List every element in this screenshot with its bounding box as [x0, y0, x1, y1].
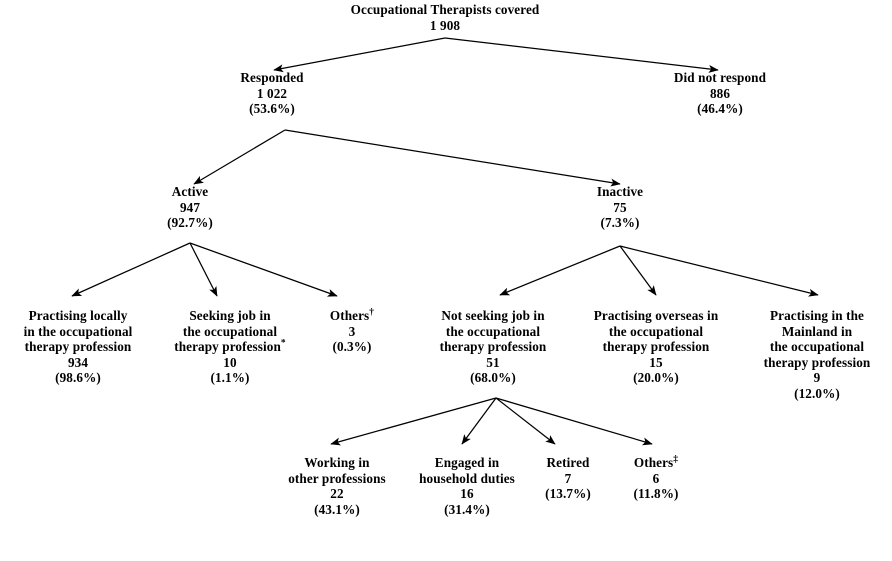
node-household-percent: (31.4%): [444, 501, 490, 517]
node-practising-mainland-line-4: therapy profession: [763, 354, 871, 370]
asterisk-marker: *: [280, 338, 286, 349]
node-did-not-respond-line-1: Did not respond: [673, 70, 767, 85]
edge-notseeking-to-household: [461, 397, 497, 445]
edge-root-to-did-not-respond: [444, 37, 719, 73]
node-root-line-1: Occupational Therapists covered: [350, 2, 540, 17]
node-not-seeking-job-line-2: the occupational: [445, 323, 541, 339]
node-practising-mainland-line-2: Mainland in: [781, 323, 853, 339]
node-seeking-job: Seeking job in the occupational therapy …: [152, 308, 308, 386]
node-practising-locally-percent: (98.6%): [55, 370, 101, 386]
node-others-active-count: 3: [348, 323, 356, 339]
node-household-count: 16: [460, 486, 474, 502]
double-dagger-marker: ‡: [673, 454, 679, 465]
node-seeking-job-line-3: therapy profession*: [152, 339, 308, 355]
edge-active-to-practising-locally: [71, 242, 191, 297]
node-others-active-line-1: Others†: [300, 308, 404, 324]
node-others-active-label: Others: [329, 308, 370, 323]
node-retired: Retired 7 (13.7%): [520, 455, 616, 502]
node-practising-overseas-line-2: the occupational: [608, 323, 704, 339]
node-practising-overseas: Practising overseas in the occupational …: [575, 308, 737, 386]
node-seeking-job-line-2: the occupational: [182, 323, 278, 339]
node-practising-overseas-line-1: Practising overseas in: [593, 308, 719, 323]
node-did-not-respond-count: 886: [709, 85, 731, 101]
node-responded-count: 1 022: [256, 85, 288, 101]
edge-responded-to-active: [193, 129, 286, 185]
node-retired-percent: (13.7%): [545, 486, 591, 502]
node-others-inactive-line-1: Others‡: [604, 455, 708, 471]
node-retired-line-1: Retired: [546, 455, 590, 470]
node-practising-locally-line-2: in the occupational: [23, 323, 133, 339]
node-not-seeking-job-percent: (68.0%): [470, 370, 516, 386]
node-inactive: Inactive 75 (7.3%): [550, 184, 690, 231]
edge-notseeking-to-retired: [495, 397, 556, 445]
node-practising-mainland-line-1: Practising in the: [769, 308, 864, 323]
node-practising-mainland-percent: (12.0%): [794, 385, 840, 401]
node-practising-mainland-line-3: the occupational: [769, 339, 865, 355]
dagger-marker: †: [369, 307, 375, 318]
node-seeking-job-percent: (1.1%): [210, 370, 250, 386]
node-active-count: 947: [179, 199, 201, 215]
node-practising-overseas-line-3: therapy profession: [602, 339, 710, 355]
node-seeking-job-line-1: Seeking job in: [189, 308, 271, 323]
node-others-active-percent: (0.3%): [332, 339, 372, 355]
node-not-seeking-job-line-1: Not seeking job in: [441, 308, 545, 323]
node-active-percent: (92.7%): [167, 215, 213, 231]
edge-active-to-seeking-job: [189, 242, 218, 297]
edge-notseeking-to-others-inactive: [495, 397, 653, 446]
node-did-not-respond-percent: (46.4%): [697, 101, 743, 117]
node-inactive-line-1: Inactive: [596, 184, 644, 199]
node-others-inactive-label: Others: [633, 455, 674, 470]
node-working-count: 22: [330, 486, 344, 502]
edge-inactive-to-practising-overseas: [619, 245, 657, 296]
node-working-line-2: other professions: [288, 470, 386, 486]
node-others-inactive-percent: (11.8%): [633, 486, 679, 502]
node-active-line-1: Active: [171, 184, 209, 199]
node-seeking-job-line-3-text: therapy profession: [174, 339, 281, 355]
node-practising-locally: Practising locally in the occupational t…: [2, 308, 154, 386]
node-practising-overseas-count: 15: [649, 354, 663, 370]
node-not-seeking-job-line-3: therapy profession: [439, 339, 547, 355]
node-others-active: Others† 3 (0.3%): [300, 308, 404, 355]
node-working-other-professions: Working in other professions 22 (43.1%): [262, 455, 412, 517]
node-household-line-2: household duties: [419, 470, 515, 486]
edge-notseeking-to-working: [330, 397, 497, 446]
node-responded: Responded 1 022 (53.6%): [182, 70, 362, 117]
node-root-count: 1 908: [429, 17, 461, 33]
edge-root-to-responded: [273, 37, 446, 73]
edge-inactive-to-not-seeking-job: [499, 245, 621, 296]
node-not-seeking-job-count: 51: [486, 354, 500, 370]
edge-responded-to-inactive: [284, 129, 621, 187]
node-others-inactive: Others‡ 6 (11.8%): [604, 455, 708, 502]
node-did-not-respond: Did not respond 886 (46.4%): [630, 70, 810, 117]
edge-active-to-others-active: [189, 242, 338, 297]
node-working-percent: (43.1%): [314, 501, 360, 517]
node-inactive-percent: (7.3%): [600, 215, 640, 231]
node-practising-overseas-percent: (20.0%): [633, 370, 679, 386]
edge-inactive-to-practising-mainland: [619, 245, 819, 297]
node-practising-mainland: Practising in the Mainland in the occupa…: [742, 308, 892, 401]
node-practising-mainland-count: 9: [813, 370, 821, 386]
node-seeking-job-count: 10: [223, 354, 237, 370]
node-responded-percent: (53.6%): [249, 101, 295, 117]
node-retired-count: 7: [564, 470, 572, 486]
node-others-inactive-count: 6: [652, 470, 660, 486]
node-not-seeking-job: Not seeking job in the occupational ther…: [412, 308, 574, 386]
node-practising-locally-line-1: Practising locally: [28, 308, 128, 323]
node-active: Active 947 (92.7%): [120, 184, 260, 231]
node-inactive-count: 75: [613, 199, 627, 215]
node-household-line-1: Engaged in: [434, 455, 500, 470]
node-household-duties: Engaged in household duties 16 (31.4%): [396, 455, 538, 517]
node-responded-line-1: Responded: [240, 70, 304, 85]
node-working-line-1: Working in: [304, 455, 370, 470]
node-practising-locally-count: 934: [67, 354, 89, 370]
node-root: Occupational Therapists covered 1 908: [280, 2, 610, 33]
node-practising-locally-line-3: therapy profession: [24, 339, 132, 355]
